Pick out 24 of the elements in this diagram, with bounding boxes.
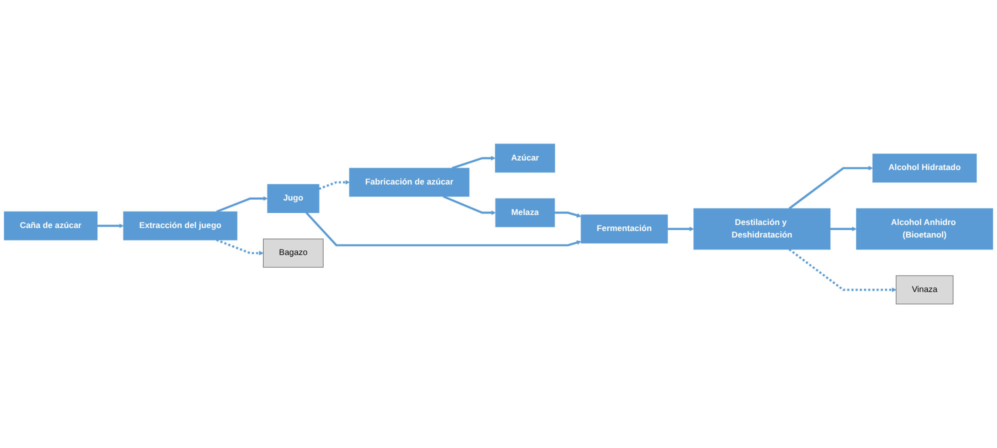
arrow — [668, 226, 694, 232]
node-box: Alcohol Anhidro (Bioetanol) — [856, 208, 994, 250]
node-box: Vinaza — [896, 275, 954, 304]
node-box: Jugo — [267, 184, 320, 213]
arrow — [554, 212, 582, 218]
arrow — [306, 212, 582, 246]
node-box: Alcohol Hidratado — [872, 154, 977, 183]
arrow — [442, 196, 496, 216]
node-box: Melaza — [495, 198, 555, 228]
node-box: Bagazo — [263, 238, 324, 268]
arrow — [788, 166, 873, 210]
node-box: Destilación y Deshidratación — [694, 208, 830, 250]
arrow — [788, 248, 896, 292]
node-box: Caña de azúcar — [4, 211, 98, 240]
node-box: Azúcar — [495, 144, 556, 173]
node-box: Fabricación de azúcar — [349, 168, 470, 197]
arrow — [318, 180, 350, 190]
arrow — [452, 156, 496, 170]
node-box: Extracción del juego — [123, 211, 238, 240]
arrow — [97, 224, 124, 228]
arrow — [216, 239, 264, 256]
arrow — [830, 226, 857, 232]
arrow — [216, 196, 268, 213]
node-box: Fermentación — [580, 214, 668, 244]
